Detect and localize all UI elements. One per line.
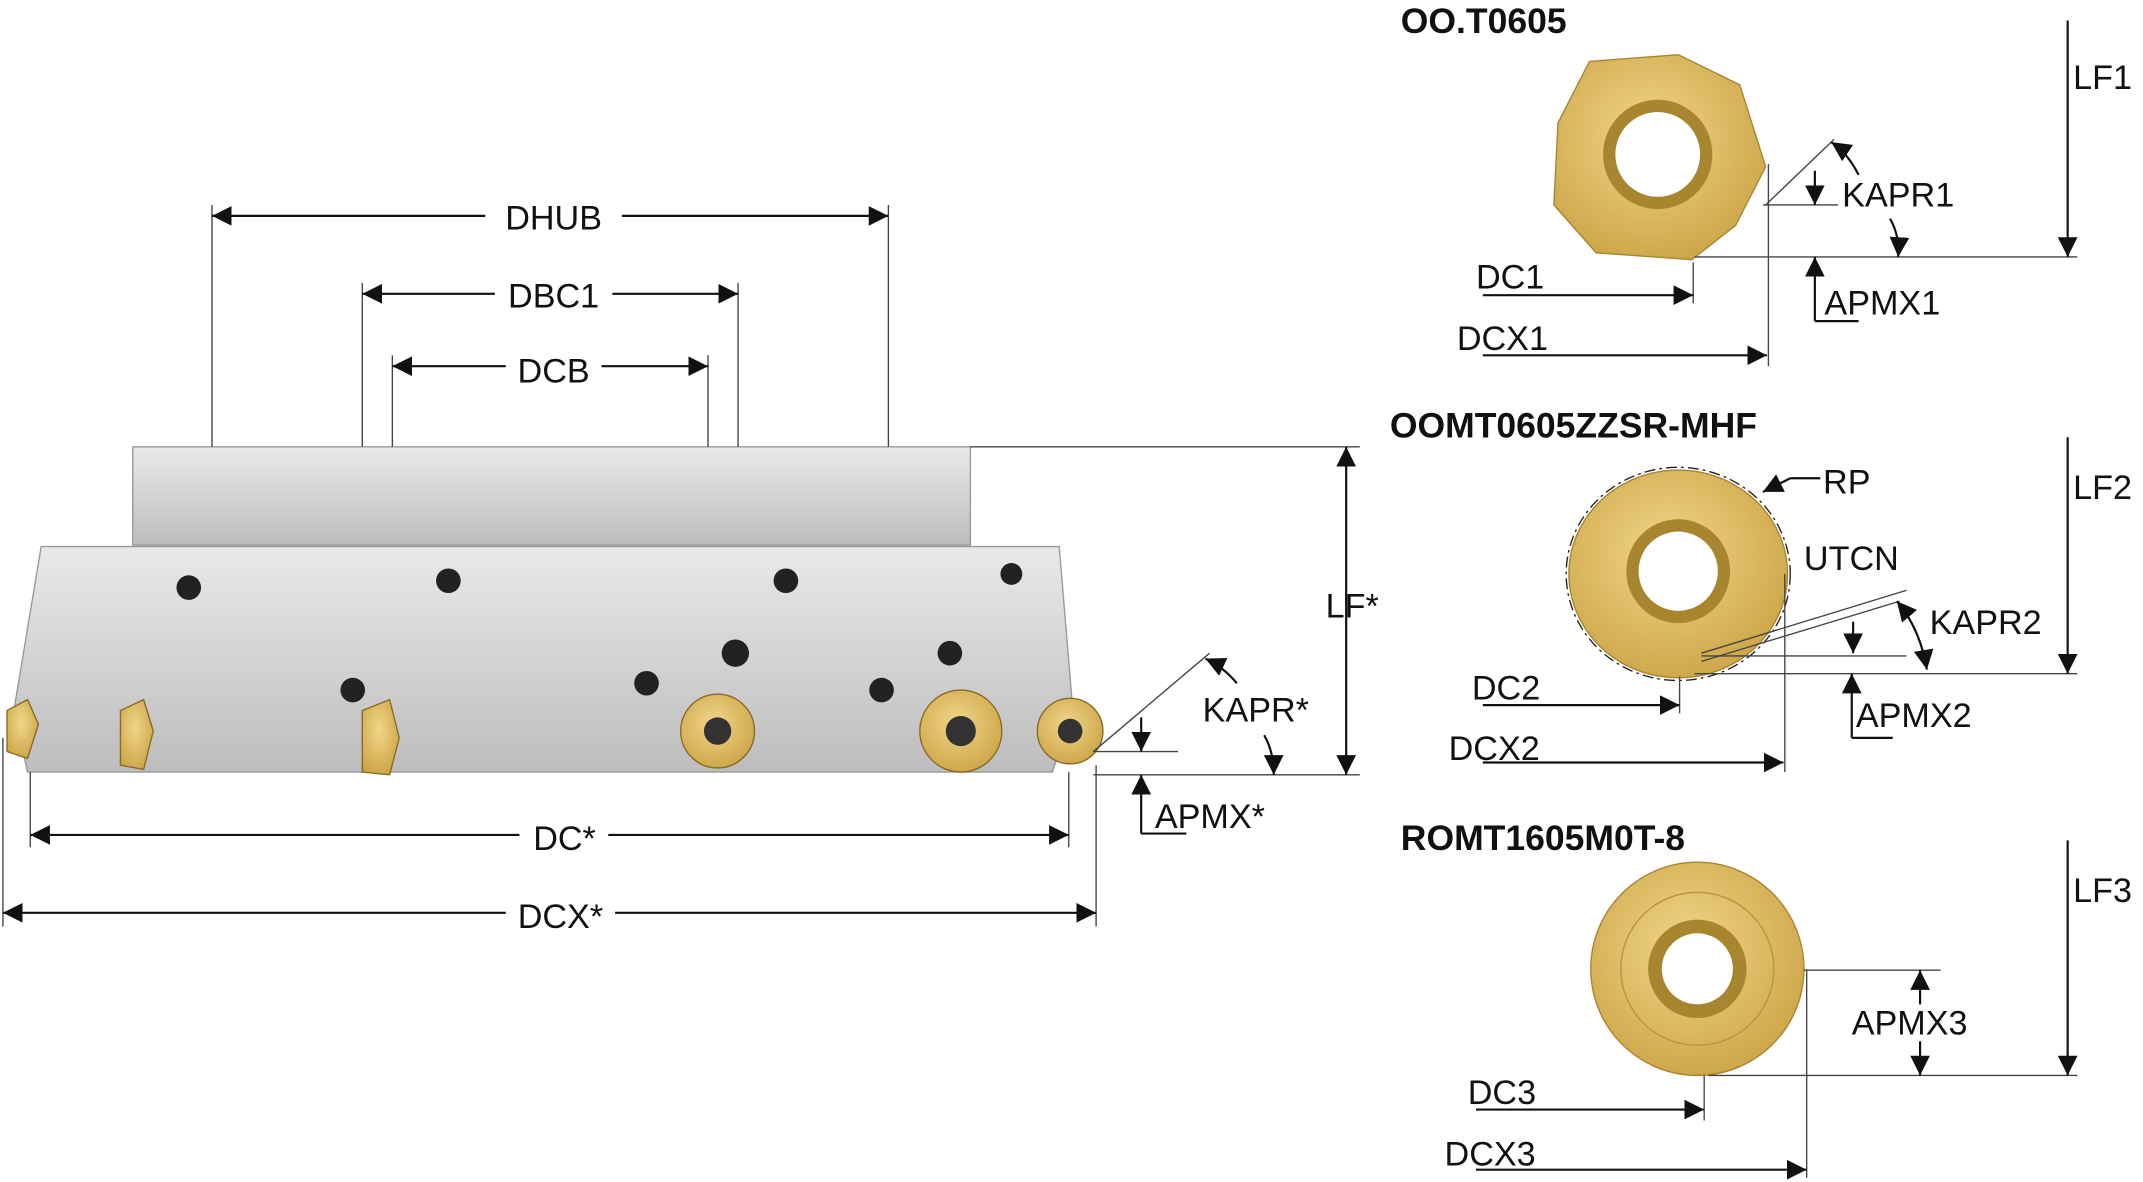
lf2-label: LF2 [2073, 469, 2132, 507]
insert-oo-t0605: OO.T0605 LF1 KAPR1 APMX1 DC1 DCX1 [1401, 1, 2132, 367]
insert-title: OOMT0605ZZSR-MHF [1390, 405, 1757, 445]
insert-title: OO.T0605 [1401, 1, 1567, 41]
dcx1-label: DCX1 [1457, 320, 1548, 358]
cutter-dimensions: DHUB DBC1 DCB LF* KAPR* APMX* DC* DCX* [2, 200, 1379, 936]
rp-label: RP [1823, 463, 1870, 501]
lf1-label: LF1 [2073, 59, 2132, 97]
dc1-label: DC1 [1476, 258, 1544, 296]
kapr1-label: KAPR1 [1842, 176, 1954, 214]
insert-romt1605m0t-8: ROMT1605M0T-8 LF3 APMX3 DC3 DCX3 [1401, 818, 2132, 1180]
dcx2-label: DCX2 [1449, 730, 1540, 768]
apmx1-label: APMX1 [1824, 284, 1940, 322]
dc3-label: DC3 [1468, 1074, 1536, 1112]
lf3-label: LF3 [2073, 872, 2132, 910]
lf-label: LF* [1326, 588, 1379, 626]
apmx-label: APMX* [1155, 798, 1265, 836]
dhub-label: DHUB [505, 200, 602, 238]
kapr2-label: KAPR2 [1930, 604, 2042, 642]
utcn-label: UTCN [1804, 540, 1899, 578]
cutter-body [6, 446, 1104, 776]
insert-title: ROMT1605M0T-8 [1401, 818, 1685, 858]
apmx3-label: APMX3 [1852, 1004, 1968, 1042]
dcb-label: DCB [518, 353, 590, 391]
apmx2-label: APMX2 [1856, 697, 1972, 735]
dcx3-label: DCX3 [1445, 1136, 1536, 1174]
dbc1-label: DBC1 [508, 277, 599, 315]
dc-label: DC* [533, 820, 596, 858]
kapr-label: KAPR* [1203, 691, 1309, 729]
insert-oomt0605zzsr-mhf: OOMT0605ZZSR-MHF LF2 RP UTCN KAPR2 APMX2… [1390, 405, 2132, 773]
dc2-label: DC2 [1472, 670, 1540, 708]
dcx-label: DCX* [518, 898, 603, 936]
